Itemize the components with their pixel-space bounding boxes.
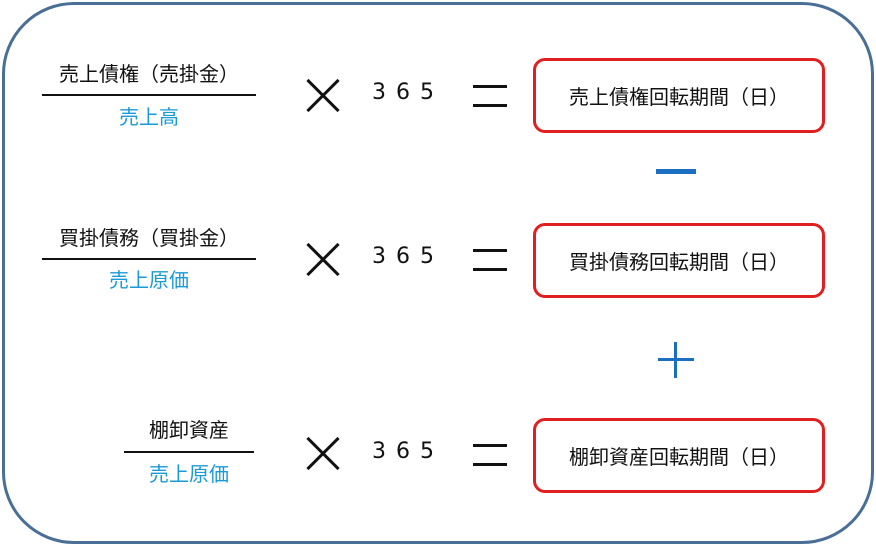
multiplier-row3: 365 [372,439,444,464]
fraction-bar-row2 [42,258,256,260]
multiply-icon [305,242,341,278]
numerator-row3: 棚卸資産 [149,418,229,442]
multiply-icon [305,78,341,114]
denominator-row2: 売上原価 [109,268,189,292]
plus-icon [658,342,694,378]
equals-icon [473,85,507,107]
result-box-row1: 売上債権回転期間（日） [533,58,825,133]
denominator-row3: 売上原価 [149,462,229,486]
multiplier-row2: 365 [372,244,444,269]
result-label-row1: 売上債権回転期間（日） [569,85,789,109]
numerator-row2: 買掛債務（買掛金） [59,226,239,250]
result-label-row2: 買掛債務回転期間（日） [569,250,789,274]
multiplier-row1: 365 [372,80,444,105]
equals-icon [473,444,507,466]
denominator-row1: 売上高 [119,105,179,129]
minus-icon [656,169,696,174]
fraction-bar-row1 [42,94,256,96]
result-box-row3: 棚卸資産回転期間（日） [533,418,825,493]
equals-icon [473,249,507,271]
multiply-icon [305,436,341,472]
result-label-row3: 棚卸資産回転期間（日） [569,445,789,469]
result-box-row2: 買掛債務回転期間（日） [533,223,825,298]
fraction-bar-row3 [124,451,254,453]
numerator-row1: 売上債権（売掛金） [59,62,239,86]
